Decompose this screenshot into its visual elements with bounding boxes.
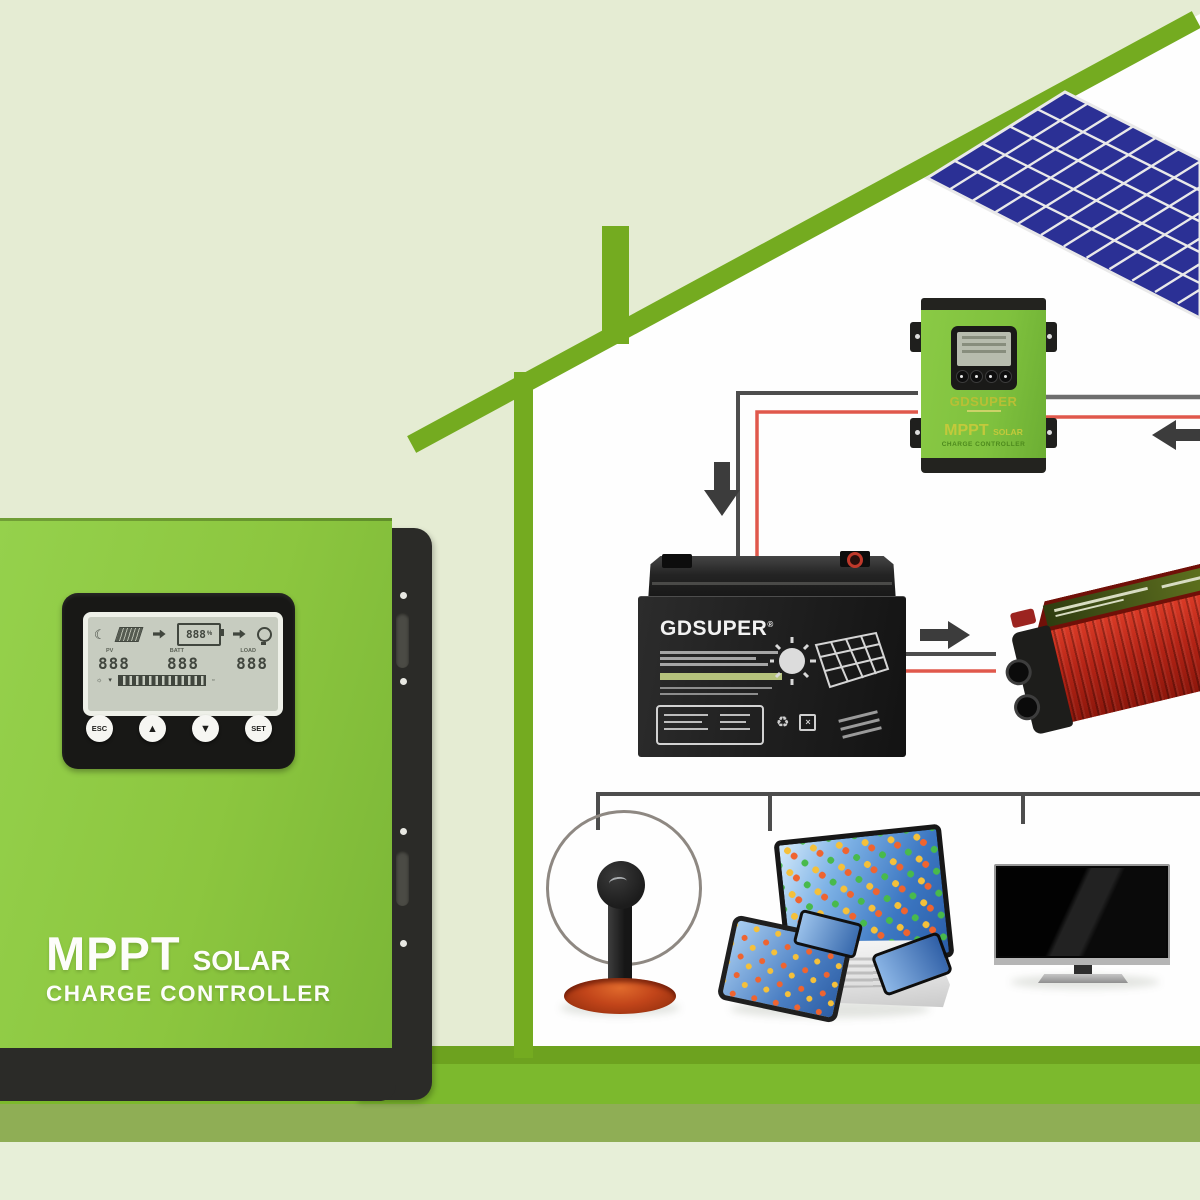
television	[994, 864, 1172, 986]
down-arrow-icon	[704, 462, 740, 516]
inverter-terminal	[1002, 656, 1035, 688]
controller-top-cap	[921, 298, 1046, 312]
roof-line	[407, 11, 1200, 453]
floor-line	[418, 1046, 1200, 1064]
tv-speaker-strip	[994, 958, 1170, 965]
screw-icon	[1047, 334, 1052, 339]
battery-icons: ♻ ×	[776, 713, 817, 731]
house-interior	[516, 14, 1200, 1058]
screw-icon	[915, 334, 920, 339]
controller-bottom-cap	[921, 456, 1046, 473]
solar-panel-grid	[949, 102, 1200, 318]
inverter-body-group	[1002, 540, 1200, 738]
tv-stand-base	[1038, 974, 1128, 983]
product-title: MPPT SOLAR CHARGE CONTROLLER	[921, 422, 1046, 449]
grass-band	[0, 1058, 1200, 1106]
display-bezel	[951, 326, 1017, 390]
recycle-icon: ♻	[776, 714, 790, 731]
solar-panel	[923, 90, 1200, 320]
screw-icon	[915, 430, 920, 435]
brand-tagline-bar	[967, 410, 1001, 412]
solar-battery: GDSUPER®	[638, 551, 906, 757]
battery-brand: GDSUPER®	[660, 617, 774, 640]
battery-spec-box	[656, 705, 764, 745]
fan-hub	[597, 861, 645, 909]
battery-model-line	[660, 673, 782, 680]
sun-panel-graphic	[770, 631, 890, 689]
pale-bottom-band	[0, 1142, 1200, 1200]
title-mppt: MPPT	[944, 422, 989, 439]
lcd-screen	[957, 332, 1011, 366]
battery-terminal-positive	[840, 551, 870, 568]
left-wall	[514, 372, 533, 1058]
battery-terminal-negative	[662, 554, 692, 568]
title-charge-controller: CHARGE CONTROLLER	[941, 441, 1026, 448]
controller-buttons	[955, 370, 1013, 383]
wire-controller-battery-red	[755, 410, 918, 560]
inverter-terminal	[1011, 691, 1043, 723]
power-inverter	[1002, 556, 1200, 796]
no-dispose-icon: ×	[799, 713, 817, 731]
button[interactable]	[955, 370, 969, 383]
tv-stand-neck	[1074, 965, 1092, 975]
controller-body: GDSUPER MPPT SOLAR CHARGE CONTROLLER	[921, 310, 1046, 458]
olive-band	[0, 1104, 1200, 1143]
table-fan	[540, 808, 702, 1018]
inverter-red-terminal-cap	[1009, 608, 1037, 629]
button[interactable]	[970, 370, 984, 383]
battery-body: GDSUPER®	[638, 596, 906, 757]
brand-gdsuper: GDSUPER	[949, 394, 1018, 409]
right-arrow-icon	[920, 621, 970, 649]
button[interactable]	[984, 370, 998, 383]
title-solar: SOLAR	[993, 427, 1023, 437]
wall-charge-controller: GDSUPER MPPT SOLAR CHARGE CONTROLLER	[910, 298, 1057, 474]
tv-screen	[994, 864, 1170, 960]
laptop-and-devices	[716, 823, 955, 1024]
button[interactable]	[999, 370, 1013, 383]
flow-arrows	[704, 420, 1200, 649]
left-arrow-icon	[1152, 420, 1200, 450]
wire-controller-battery-black	[736, 391, 918, 560]
screw-icon	[1047, 430, 1052, 435]
fan-base	[564, 978, 676, 1014]
